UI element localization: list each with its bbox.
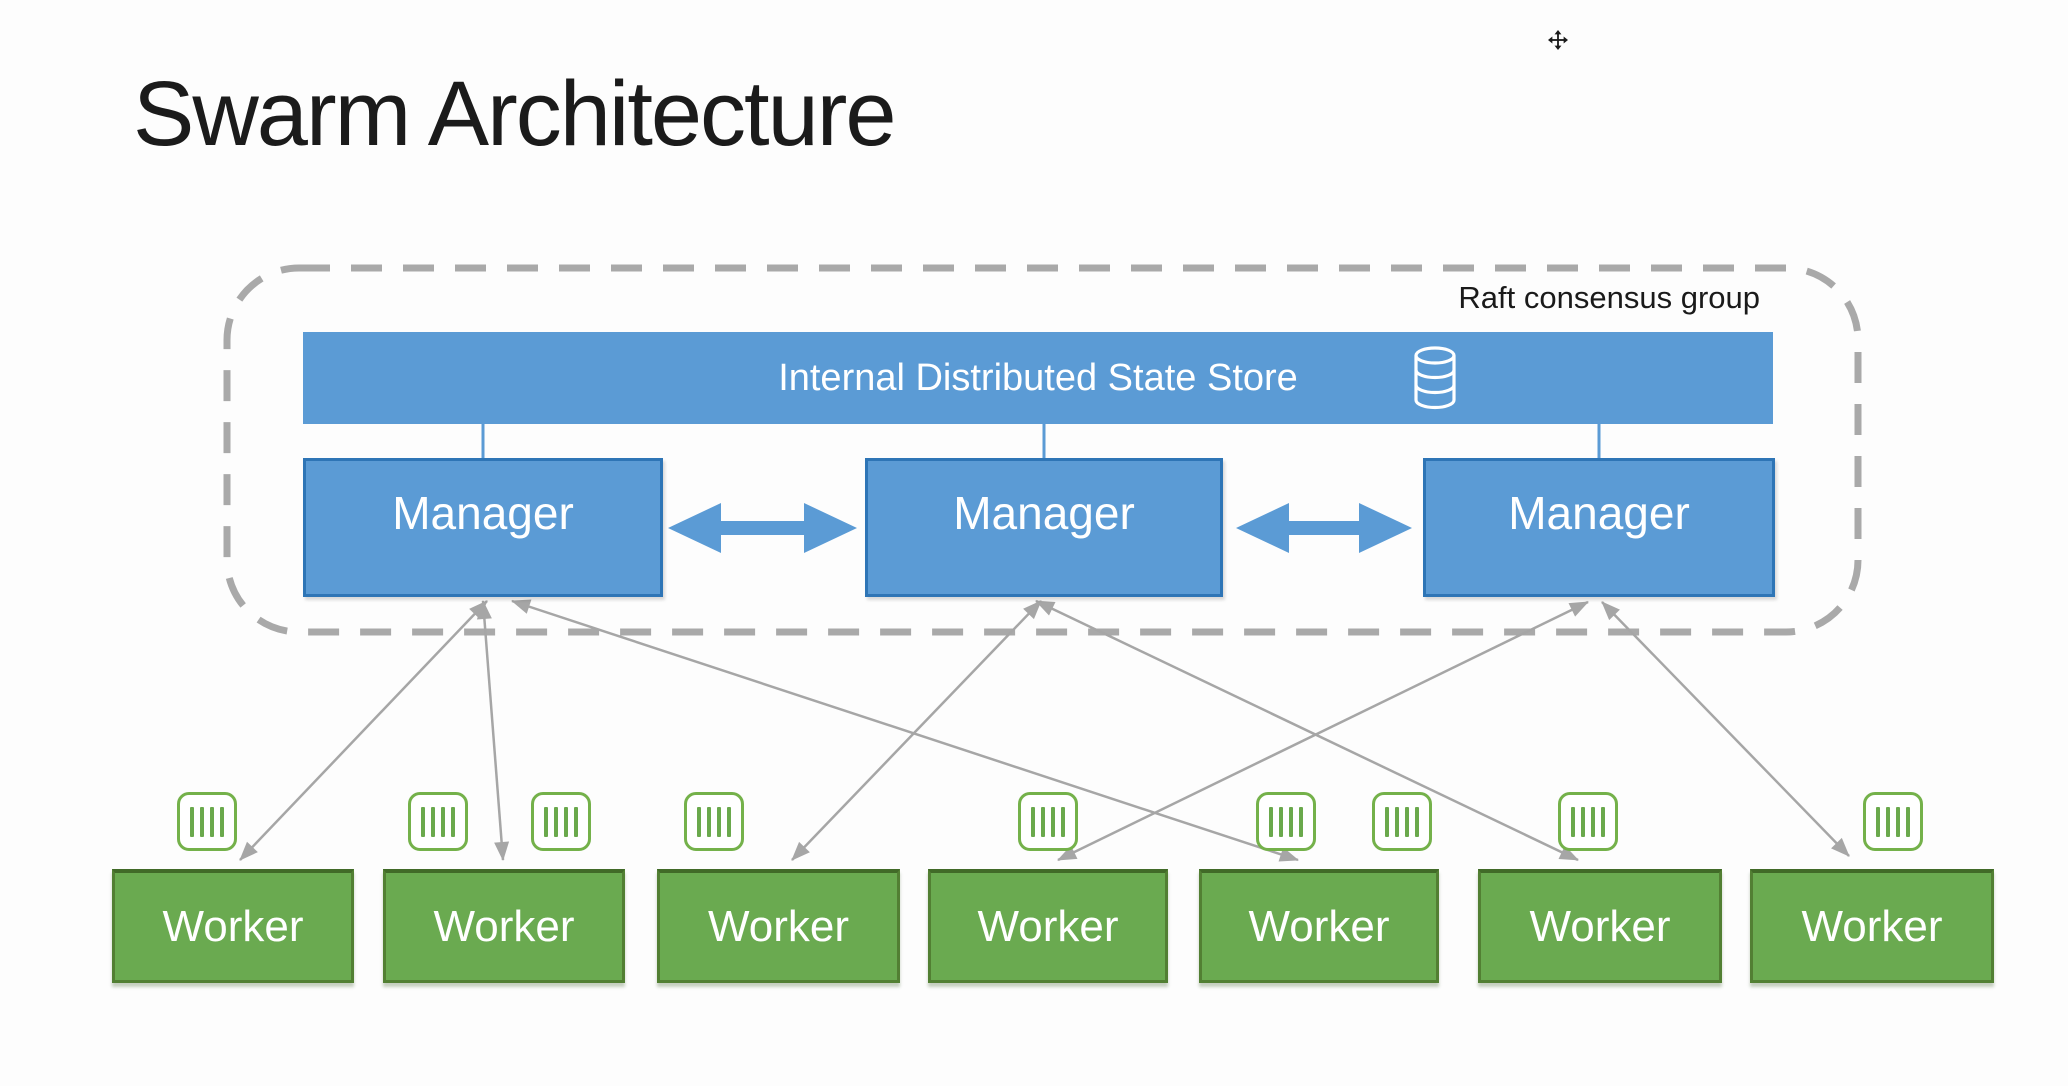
worker-box-2: Worker — [383, 869, 625, 983]
worker-box-6: Worker — [1478, 869, 1722, 983]
raft-group-label: Raft consensus group — [1458, 280, 1760, 315]
worker-label: Worker — [162, 901, 304, 951]
worker-box-4: Worker — [928, 869, 1168, 983]
move-cursor-icon — [1548, 30, 1568, 50]
worker-label: Worker — [1248, 901, 1390, 951]
manager-label: Manager — [392, 486, 574, 539]
manager-sync-arrow-1 — [668, 503, 857, 553]
worker-box-3: Worker — [657, 869, 900, 983]
worker-label: Worker — [1529, 901, 1671, 951]
database-icon — [1414, 346, 1456, 410]
container-icon — [1558, 792, 1618, 851]
manager2-worker3-link — [791, 600, 1042, 861]
manager-label: Manager — [1508, 486, 1690, 539]
container-icon — [408, 792, 468, 851]
container-icon — [1863, 792, 1923, 851]
worker-box-1: Worker — [112, 869, 354, 983]
container-icon — [1256, 792, 1316, 851]
manager-label: Manager — [953, 486, 1135, 539]
state-store-label: Internal Distributed State Store — [778, 356, 1298, 399]
container-icon — [684, 792, 744, 851]
manager-box-2: Manager — [865, 458, 1223, 597]
page-title: Swarm Architecture — [133, 63, 897, 165]
container-icon — [1372, 792, 1432, 851]
manager-box-1: Manager — [303, 458, 663, 597]
worker-label: Worker — [977, 901, 1119, 951]
worker-label: Worker — [1801, 901, 1943, 951]
worker-box-5: Worker — [1199, 869, 1439, 983]
state-store-banner: Internal Distributed State Store — [303, 332, 1773, 424]
container-icon — [531, 792, 591, 851]
manager1-worker5-link — [511, 599, 1299, 862]
container-icon — [177, 792, 237, 851]
manager-box-3: Manager — [1423, 458, 1775, 597]
container-icon — [1018, 792, 1078, 851]
manager1-worker2-link — [476, 600, 510, 861]
worker-label: Worker — [433, 901, 575, 951]
manager3-worker7-link — [1601, 601, 1850, 857]
manager3-worker4-link — [1057, 600, 1589, 862]
manager-sync-arrow-2 — [1236, 503, 1412, 553]
worker-box-7: Worker — [1750, 869, 1994, 983]
worker-label: Worker — [708, 901, 849, 951]
